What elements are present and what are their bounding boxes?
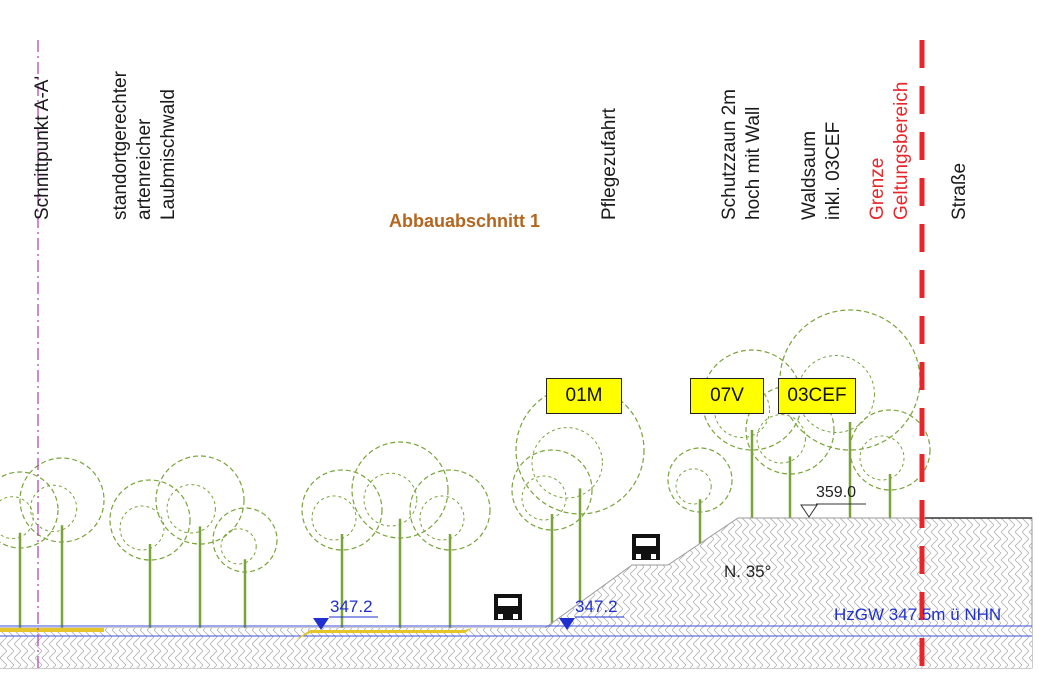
label-access: Pflegezufahrt <box>599 108 620 220</box>
level-left: 347.2 <box>330 597 373 616</box>
tree-crown-inner <box>675 468 712 505</box>
level-marker-icon <box>800 504 818 518</box>
tree-crown <box>109 479 191 561</box>
tree-crown <box>212 507 278 573</box>
label-boundary: Grenze Geltungsbereich <box>867 81 912 220</box>
tag-01m: 01M <box>546 378 622 414</box>
tree-crown <box>511 449 593 531</box>
yellow-layer-mid <box>295 628 472 640</box>
vehicle-icon <box>494 594 522 620</box>
tag-07v: 07V <box>690 378 764 414</box>
slope-label: N. 35° <box>724 562 772 581</box>
tree-crown-inner <box>859 435 905 481</box>
tree-crown <box>515 385 645 515</box>
tree-crown-inner <box>220 528 257 565</box>
tree-crown <box>849 409 931 491</box>
level-marker-icon <box>313 618 329 630</box>
tree-crown <box>667 447 733 513</box>
tree-crown-inner <box>521 475 567 521</box>
section-title: Abbauabschnitt 1 <box>389 211 541 231</box>
tree-crown-inner <box>0 496 34 539</box>
tree-crown-inner <box>166 484 216 534</box>
level-top: 359.0 <box>816 484 857 501</box>
tag-03cef: 03CEF <box>778 378 856 414</box>
tree-crown-inner <box>119 505 165 551</box>
tree-crown-inner <box>363 472 418 527</box>
tree-crown <box>19 457 105 543</box>
tree-crown <box>409 469 491 551</box>
label-section-point: Schnittpunkt A-A' <box>32 75 53 220</box>
tree-crown-inner <box>29 484 78 532</box>
tree-crown-inner <box>531 427 603 499</box>
tree-crown <box>0 471 59 549</box>
tree-crown-inner <box>311 495 357 541</box>
tree-crown <box>301 469 383 551</box>
tree-crown <box>745 385 835 475</box>
tree-crown-inner <box>756 414 806 464</box>
groundwater-label: HzGW 347.5m ü NHN <box>834 605 1002 624</box>
level-marker-icon <box>559 618 575 630</box>
tree-group <box>0 309 931 628</box>
tree-crown <box>155 455 245 545</box>
label-forest: standortgerechter artenreicher Laubmisch… <box>110 71 179 220</box>
tree-crown-inner <box>419 495 465 541</box>
ground-strip <box>0 628 1032 668</box>
level-mid: 347.2 <box>575 597 618 616</box>
label-edge: Waldsaum inkl. 03CEF <box>799 121 844 220</box>
yellow-layer-left <box>0 628 104 632</box>
tree-crown <box>351 441 449 539</box>
label-road: Straße <box>949 162 970 220</box>
vehicle-icon <box>632 534 660 560</box>
label-fence: Schutzzaun 2m hoch mit Wall <box>719 89 764 220</box>
